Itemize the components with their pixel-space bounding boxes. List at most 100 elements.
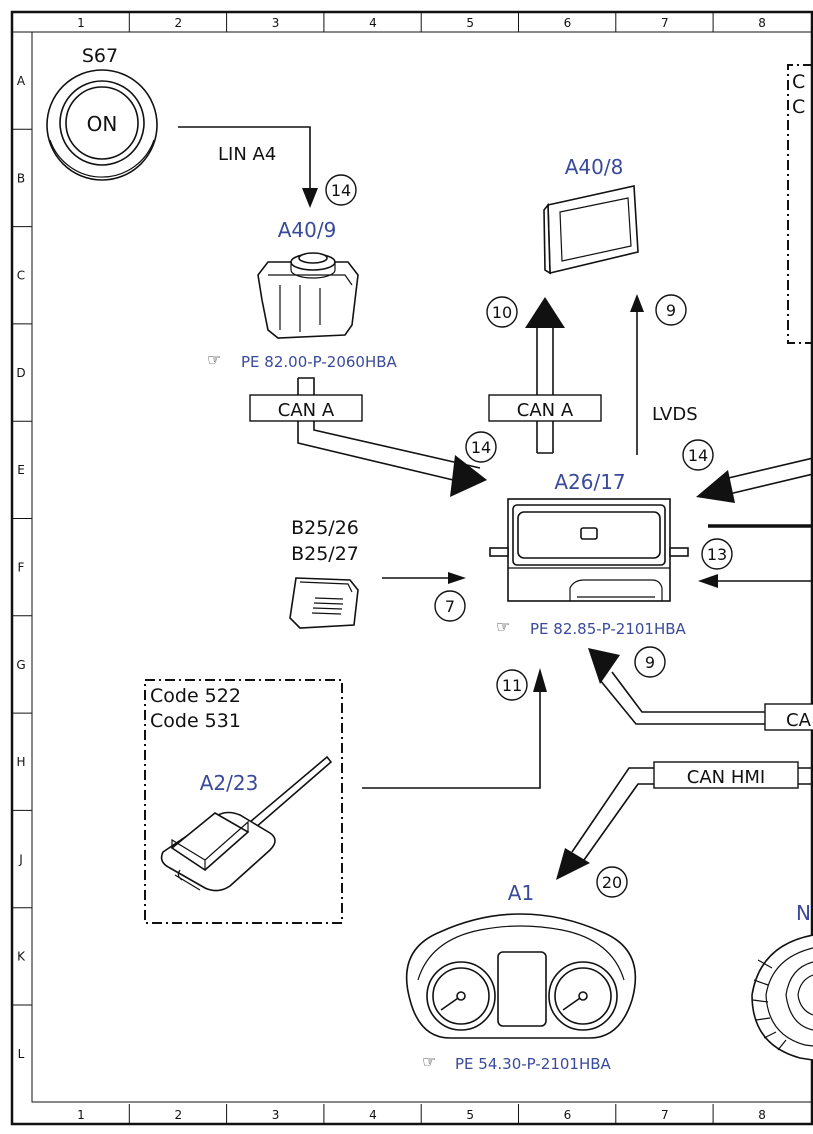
b25-26-code: B25/26 bbox=[291, 517, 359, 539]
callout-14: 14 bbox=[325, 174, 357, 206]
a1-ref: PE 54.30-P-2101HBA bbox=[455, 1055, 612, 1073]
right-box-line1: C bbox=[792, 71, 805, 93]
callout-13: 13 bbox=[701, 538, 733, 570]
a40-8-display-icon bbox=[543, 185, 639, 275]
grid-col-label: 1 bbox=[77, 1108, 85, 1122]
callout-number: 14 bbox=[471, 438, 491, 457]
a26-17-reference: ☞ PE 82.85-P-2101HBA bbox=[496, 617, 687, 638]
callout-number: 9 bbox=[666, 301, 676, 320]
grid-col-label: 4 bbox=[369, 1108, 377, 1122]
can-partial-label: CA bbox=[786, 710, 812, 731]
s67-start-button: S67 ON bbox=[46, 45, 158, 181]
right-box-line2: C bbox=[792, 96, 805, 118]
a26-17-component: A26/17 ☞ PE 82.85-P-2101HBA bbox=[489, 470, 689, 638]
callout-20: 20 bbox=[596, 866, 628, 898]
b25-27-code: B25/27 bbox=[291, 543, 359, 565]
callout-circle bbox=[596, 866, 628, 898]
callout-number: 13 bbox=[707, 545, 727, 564]
a2-23-code: A2/23 bbox=[200, 771, 259, 795]
grid-row-label: J bbox=[18, 852, 23, 866]
callout-circle bbox=[634, 646, 666, 678]
grid-col-label: 3 bbox=[272, 16, 280, 30]
antenna-connection bbox=[362, 668, 547, 789]
grid-row-label: B bbox=[17, 171, 25, 185]
callout-circle bbox=[486, 296, 518, 328]
callout-circle bbox=[325, 174, 357, 206]
a26-17-code: A26/17 bbox=[554, 470, 625, 494]
can-hmi-label: CAN HMI bbox=[687, 767, 765, 788]
callout-number: 14 bbox=[331, 181, 351, 200]
callout-11: 11 bbox=[496, 669, 528, 701]
a40-9-code: A40/9 bbox=[278, 218, 337, 242]
grid-col-label: 5 bbox=[466, 16, 474, 30]
grid-col-label: 5 bbox=[466, 1108, 474, 1122]
can-a-left-label: CAN A bbox=[278, 400, 335, 421]
right-partial-component: N bbox=[751, 901, 813, 1061]
callouts: 14 10 9 14 14 13 7 9 11 20 bbox=[325, 174, 733, 898]
a40-9-ref: PE 82.00-P-2060HBA bbox=[241, 353, 398, 371]
right-dash-box-component: C C bbox=[787, 64, 813, 344]
callout-7: 7 bbox=[434, 590, 466, 622]
can-partial-connection: CA bbox=[588, 648, 813, 731]
grid-col-label: 2 bbox=[174, 16, 182, 30]
a26-17-headunit-icon bbox=[489, 498, 689, 602]
grid-col-label: 6 bbox=[564, 1108, 572, 1122]
callout-9: 9 bbox=[655, 294, 687, 326]
callout-9: 9 bbox=[634, 646, 666, 678]
a2-23-code-531: Code 531 bbox=[150, 710, 241, 732]
can-a-left-connection: CAN A bbox=[249, 377, 487, 497]
callout-circle bbox=[655, 294, 687, 326]
callout-number: 11 bbox=[502, 676, 522, 695]
a1-reference: ☞ PE 54.30-P-2101HBA bbox=[422, 1052, 612, 1073]
a40-9-component: A40/9 ☞ PE 82.00-P-2060HBA bbox=[207, 218, 398, 371]
grid-col-label: 8 bbox=[758, 1108, 766, 1122]
a40-8-component: A40/8 bbox=[543, 155, 639, 275]
hand-pointer-icon: ☞ bbox=[422, 1052, 436, 1071]
lvds-connection: LVDS bbox=[630, 294, 698, 455]
s67-code: S67 bbox=[82, 45, 118, 67]
grid-row-label: A bbox=[17, 74, 26, 88]
grid-row-label: D bbox=[16, 366, 25, 380]
grid-row-label: K bbox=[17, 950, 26, 964]
right-connections bbox=[696, 457, 813, 588]
b25-sensor-icon bbox=[289, 577, 359, 629]
can-hmi-connection: CAN HMI bbox=[556, 761, 813, 880]
a1-component: A1 ☞ PE 54.30-P-2101HBA bbox=[405, 881, 637, 1073]
a2-23-code-522: Code 522 bbox=[150, 685, 241, 707]
lin-a4-connection: LIN A4 bbox=[178, 126, 318, 208]
a40-8-code: A40/8 bbox=[565, 155, 624, 179]
hand-pointer-icon: ☞ bbox=[496, 617, 510, 636]
grid-row-label: E bbox=[17, 463, 25, 477]
callout-circle bbox=[434, 590, 466, 622]
grid-row-label: L bbox=[18, 1047, 25, 1061]
a26-17-ref: PE 82.85-P-2101HBA bbox=[530, 620, 687, 638]
callout-number: 20 bbox=[602, 873, 622, 892]
grid-col-label: 7 bbox=[661, 16, 669, 30]
callout-14: 14 bbox=[465, 431, 497, 463]
a2-23-antenna-icon bbox=[160, 755, 333, 892]
a40-9-knob-icon bbox=[257, 252, 359, 339]
hand-pointer-icon: ☞ bbox=[207, 350, 221, 369]
grid-col-label: 8 bbox=[758, 16, 766, 30]
callout-number: 10 bbox=[492, 303, 512, 322]
callout-number: 7 bbox=[445, 597, 455, 616]
grid-col-label: 4 bbox=[369, 16, 377, 30]
drawing-frame bbox=[10, 10, 813, 1126]
b25-component: B25/26 B25/27 bbox=[289, 517, 466, 629]
a1-cluster-icon bbox=[405, 913, 637, 1039]
can-a-mid-connection: CAN A bbox=[488, 297, 602, 454]
right-partial-wheel-icon bbox=[751, 934, 813, 1061]
grid-row-label: H bbox=[16, 755, 25, 769]
grid-row-label: G bbox=[16, 658, 25, 672]
lin-a4-label: LIN A4 bbox=[218, 144, 276, 165]
grid-row-label: F bbox=[18, 561, 25, 575]
a40-9-reference: ☞ PE 82.00-P-2060HBA bbox=[207, 350, 398, 371]
callout-14: 14 bbox=[682, 439, 714, 471]
callout-circle bbox=[465, 431, 497, 463]
callout-number: 9 bbox=[645, 653, 655, 672]
grid-col-label: 1 bbox=[77, 16, 85, 30]
grid-col-label: 7 bbox=[661, 1108, 669, 1122]
lvds-label: LVDS bbox=[652, 404, 698, 425]
